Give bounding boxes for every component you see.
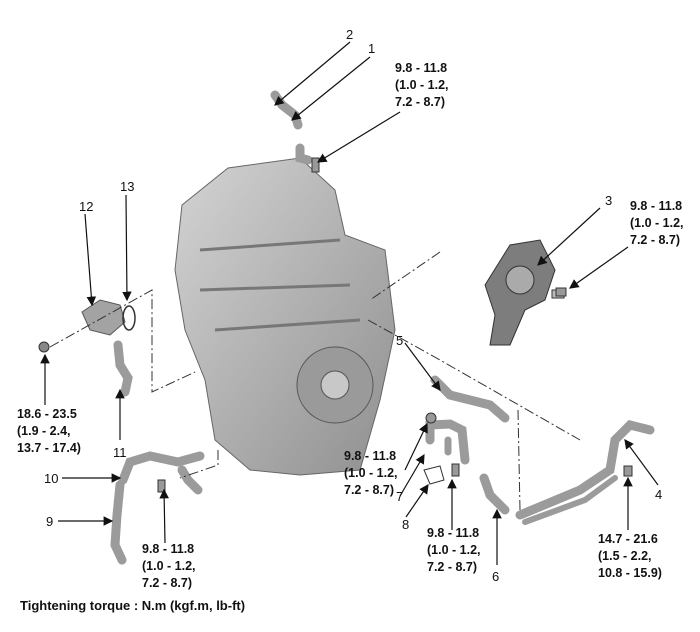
torque-nm: 9.8 - 11.8 <box>142 542 195 556</box>
torque-lbft: 7.2 - 8.7) <box>395 95 446 109</box>
callout-13: 13 <box>120 179 135 194</box>
assembly-lines <box>49 251 581 511</box>
torque-nm: 18.6 - 23.5 <box>17 407 77 421</box>
leader-arrows <box>40 41 659 565</box>
engine-block <box>174 157 396 476</box>
water-pump <box>484 239 565 346</box>
torque-spec-bottom-middle: 9.8 - 11.8 (1.0 - 1.2, 7.2 - 8.7) <box>427 525 481 576</box>
torque-nm: 9.8 - 11.8 <box>427 526 480 540</box>
torque-spec-water-pump: 9.8 - 11.8 (1.0 - 1.2, 7.2 - 8.7) <box>630 198 684 249</box>
torque-kgfm: (1.0 - 1.2, <box>344 466 398 480</box>
callout-11: 11 <box>113 445 127 460</box>
torque-lbft: 13.7 - 17.4) <box>17 441 81 455</box>
callout-7: 7 <box>396 489 404 504</box>
callout-1: 1 <box>368 41 376 56</box>
callout-8: 8 <box>402 517 410 532</box>
torque-kgfm: (1.9 - 2.4, <box>17 424 71 438</box>
torque-kgfm: (1.5 - 2.2, <box>598 549 652 563</box>
torque-spec-middle: 9.8 - 11.8 (1.0 - 1.2, 7.2 - 8.7) <box>344 448 398 499</box>
callout-4: 4 <box>655 487 663 502</box>
torque-nm: 9.8 - 11.8 <box>630 199 683 213</box>
torque-nm: 9.8 - 11.8 <box>344 449 397 463</box>
callout-12: 12 <box>79 199 94 214</box>
torque-spec-left: 18.6 - 23.5 (1.9 - 2.4, 13.7 - 17.4) <box>17 406 81 457</box>
torque-kgfm: (1.0 - 1.2, <box>142 559 196 573</box>
torque-nm: 14.7 - 21.6 <box>598 532 658 546</box>
torque-nm: 9.8 - 11.8 <box>395 61 448 75</box>
torque-kgfm: (1.0 - 1.2, <box>630 216 684 230</box>
torque-units-caption: Tightening torque : N.m (kgf.m, lb-ft) <box>20 598 246 613</box>
torque-spec-right: 14.7 - 21.6 (1.5 - 2.2, 10.8 - 15.9) <box>598 531 662 582</box>
torque-kgfm: (1.0 - 1.2, <box>395 78 449 92</box>
callout-3: 3 <box>605 193 613 208</box>
torque-spec-bottom-left: 9.8 - 11.8 (1.0 - 1.2, 7.2 - 8.7) <box>142 541 196 592</box>
callout-5: 5 <box>396 333 404 348</box>
torque-lbft: 7.2 - 8.7) <box>427 560 478 574</box>
torque-lbft: 7.2 - 8.7) <box>630 233 681 247</box>
callout-9: 9 <box>46 514 54 529</box>
callout-6: 6 <box>492 569 500 584</box>
torque-lbft: 10.8 - 15.9) <box>598 566 662 580</box>
callout-10: 10 <box>44 471 59 486</box>
torque-spec-bolt-top: 9.8 - 11.8 (1.0 - 1.2, 7.2 - 8.7) <box>395 60 449 111</box>
torque-lbft: 7.2 - 8.7) <box>142 576 193 590</box>
torque-lbft: 7.2 - 8.7) <box>344 483 395 497</box>
callout-2: 2 <box>346 27 354 42</box>
bolts <box>157 157 633 493</box>
torque-kgfm: (1.0 - 1.2, <box>427 543 481 557</box>
